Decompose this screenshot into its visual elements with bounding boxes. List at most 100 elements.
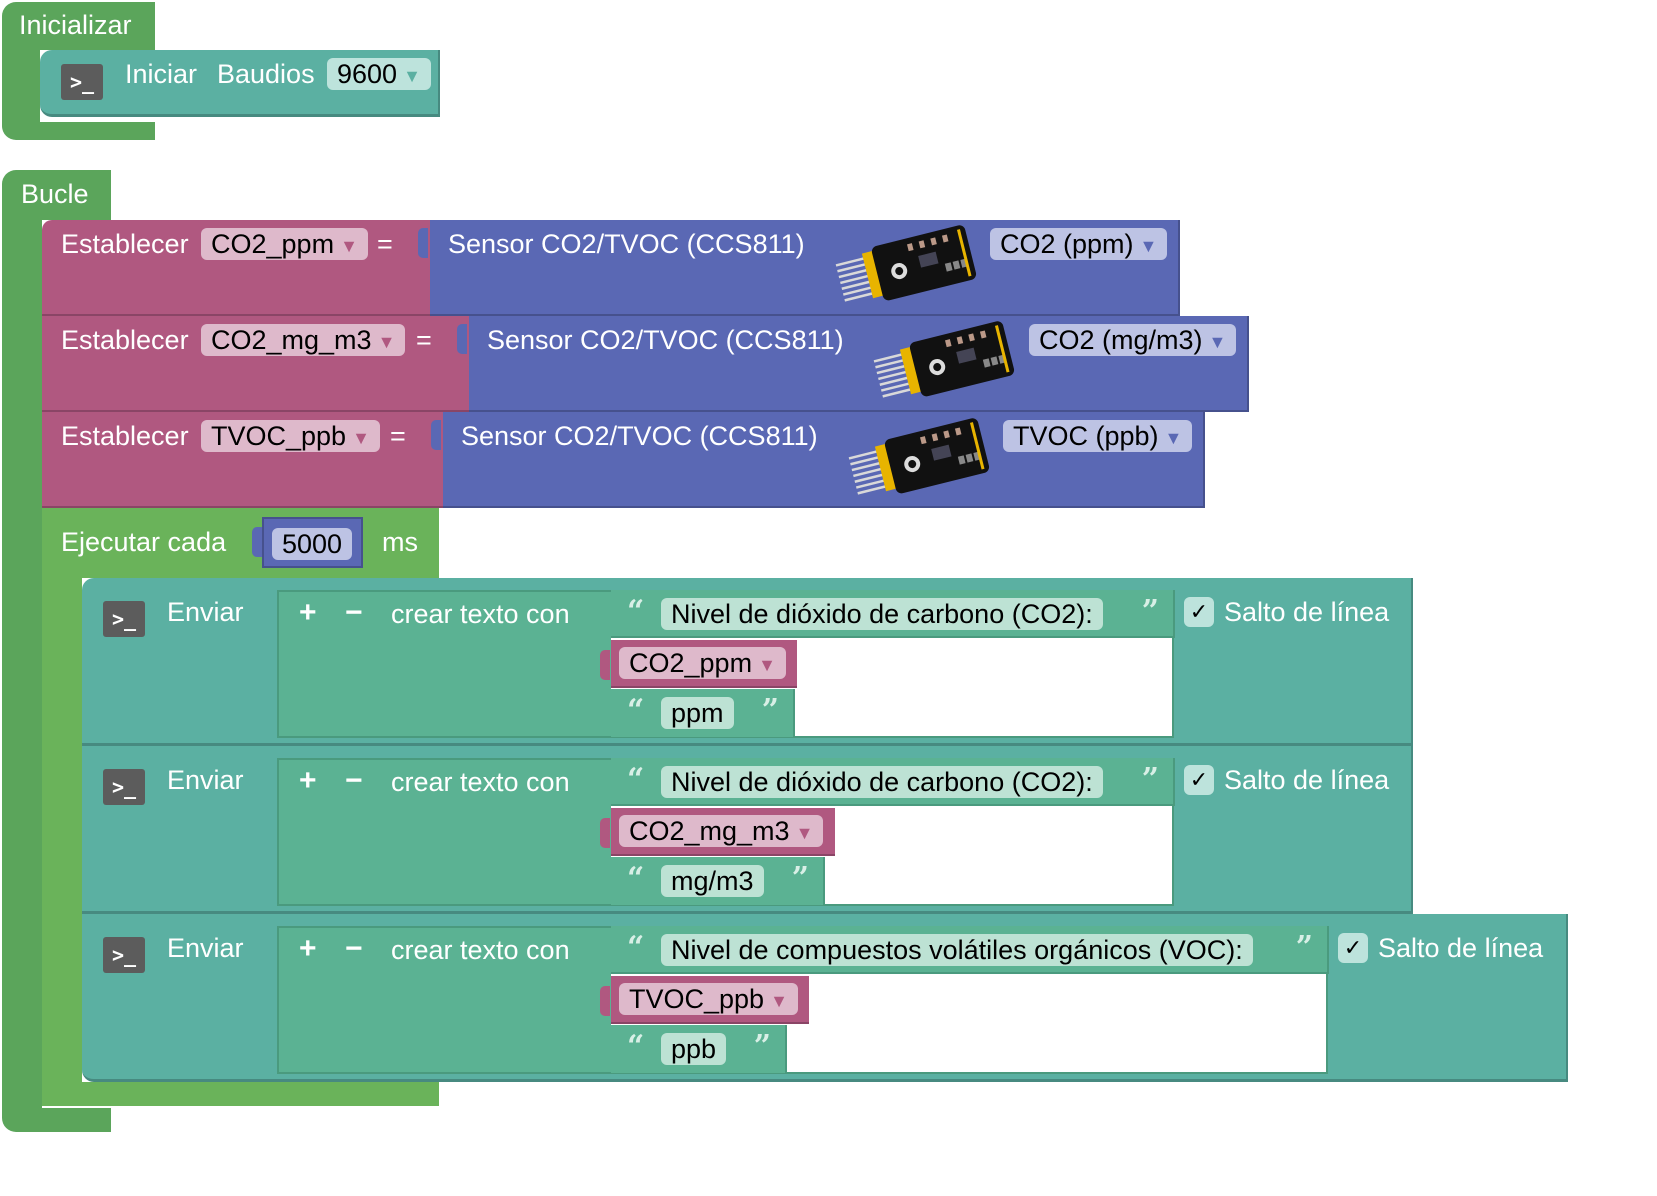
close-quote-icon: ”	[1141, 762, 1159, 797]
text-join-block[interactable]	[277, 926, 611, 1074]
text-literal-block[interactable]: “ Nivel de dióxido de carbono (CO2): ”	[611, 758, 1175, 806]
variable-dropdown[interactable]: CO2_ppm▼	[619, 647, 786, 679]
open-quote-icon: “	[627, 762, 645, 797]
set-label: Establecer	[61, 229, 189, 259]
open-quote-icon: “	[627, 930, 645, 965]
loop-block-title: Bucle	[21, 179, 89, 209]
chevron-down-icon: ▼	[770, 990, 788, 1011]
close-quote-icon: ”	[1141, 594, 1159, 629]
equals-sign: =	[377, 229, 393, 259]
terminal-icon: >_	[103, 769, 145, 805]
measurement-value: CO2 (ppm)	[1000, 229, 1134, 259]
variable-get-block[interactable]: CO2_ppm▼	[611, 640, 797, 688]
text-join-block[interactable]	[277, 758, 611, 906]
interval-input[interactable]: 5000	[272, 528, 353, 560]
measurement-value: TVOC (ppb)	[1013, 421, 1159, 451]
send-label: Enviar	[167, 933, 244, 963]
text-input[interactable]: Nivel de dióxido de carbono (CO2):	[661, 598, 1103, 630]
terminal-icon: >_	[103, 937, 145, 973]
text-literal-block[interactable]: “ Nivel de compuestos volátiles orgánico…	[611, 926, 1329, 974]
text-input[interactable]: ppb	[661, 1033, 727, 1065]
close-quote-icon: ”	[791, 861, 809, 896]
text-input[interactable]: ppm	[661, 697, 734, 729]
chevron-down-icon: ▼	[377, 331, 396, 352]
send-label: Enviar	[167, 597, 244, 627]
newline-label: Salto de línea	[1378, 933, 1544, 963]
remove-item-button[interactable]: −	[345, 596, 363, 629]
close-quote-icon: ”	[753, 1029, 771, 1064]
text-input[interactable]: mg/m3	[661, 865, 764, 897]
serial-begin-block[interactable]: >_ Iniciar Baudios 9600▼	[40, 50, 440, 117]
serial-begin-label: Iniciar	[125, 59, 198, 89]
open-quote-icon: “	[627, 861, 645, 896]
measurement-dropdown[interactable]: TVOC (ppb)▼	[1003, 420, 1193, 452]
variable-dropdown[interactable]: CO2_mg_m3▼	[619, 815, 824, 847]
set-label: Establecer	[61, 421, 189, 451]
newline-checkbox[interactable]: ✓	[1184, 765, 1214, 795]
measurement-dropdown[interactable]: CO2 (ppm)▼	[990, 228, 1168, 260]
variable-dropdown[interactable]: TVOC_ppb▼	[201, 420, 380, 452]
remove-item-button[interactable]: −	[345, 764, 363, 797]
chevron-down-icon: ▼	[1164, 427, 1183, 448]
variable-dropdown[interactable]: CO2_ppm▼	[201, 228, 368, 260]
text-join-block[interactable]	[277, 590, 611, 738]
chevron-down-icon: ▼	[1208, 331, 1227, 352]
interval-unit: ms	[382, 527, 418, 557]
variable-name: CO2_mg_m3	[629, 816, 790, 846]
number-block[interactable]: 5000	[262, 517, 363, 568]
chevron-down-icon: ▼	[340, 235, 358, 256]
text-literal-block[interactable]: “ ppm ”	[611, 689, 795, 737]
text-input[interactable]: Nivel de dióxido de carbono (CO2):	[661, 766, 1103, 798]
variable-get-block[interactable]: TVOC_ppb▼	[611, 976, 809, 1024]
measurement-dropdown[interactable]: CO2 (mg/m3)▼	[1029, 324, 1237, 356]
baud-label: Baudios	[217, 59, 315, 89]
join-label: crear texto con	[391, 767, 570, 797]
chevron-down-icon: ▼	[352, 427, 370, 448]
terminal-icon: >_	[103, 601, 145, 637]
newline-checkbox[interactable]: ✓	[1338, 933, 1368, 963]
baud-rate-dropdown[interactable]: 9600▼	[327, 58, 431, 90]
check-icon: ✓	[1189, 767, 1209, 792]
sensor-pins	[873, 321, 1015, 398]
open-quote-icon: “	[627, 594, 645, 629]
text-literal-block[interactable]: “ ppb ”	[611, 1025, 787, 1073]
ccs811-sensor-image	[835, 225, 977, 302]
close-quote-icon: ”	[761, 693, 779, 728]
remove-item-button[interactable]: −	[345, 932, 363, 965]
open-quote-icon: “	[627, 1029, 645, 1064]
sensor-pins	[848, 418, 990, 495]
variable-name: CO2_ppm	[211, 229, 335, 259]
terminal-icon: >_	[61, 64, 103, 100]
text-literal-block[interactable]: “ mg/m3 ”	[611, 857, 825, 905]
variable-name: TVOC_ppb	[629, 984, 765, 1014]
add-item-button[interactable]: +	[299, 596, 317, 629]
add-item-button[interactable]: +	[299, 764, 317, 797]
every-label: Ejecutar cada	[61, 527, 227, 557]
text-literal-block[interactable]: “ Nivel de dióxido de carbono (CO2): ”	[611, 590, 1175, 638]
newline-label: Salto de línea	[1224, 765, 1390, 795]
add-item-button[interactable]: +	[299, 932, 317, 965]
newline-label: Salto de línea	[1224, 597, 1390, 627]
variable-name: CO2_mg_m3	[211, 325, 372, 355]
check-icon: ✓	[1343, 935, 1363, 960]
ccs811-sensor-image	[873, 321, 1015, 398]
chevron-down-icon: ▼	[1139, 235, 1158, 256]
sensor-pins	[835, 225, 977, 302]
join-label: crear texto con	[391, 599, 570, 629]
variable-dropdown[interactable]: TVOC_ppb▼	[619, 983, 798, 1015]
newline-checkbox[interactable]: ✓	[1184, 597, 1214, 627]
variable-name: TVOC_ppb	[211, 421, 347, 451]
chevron-down-icon: ▼	[758, 654, 776, 675]
set-label: Establecer	[61, 325, 189, 355]
variable-get-block[interactable]: CO2_mg_m3▼	[611, 808, 835, 856]
join-label: crear texto con	[391, 935, 570, 965]
variable-dropdown[interactable]: CO2_mg_m3▼	[201, 324, 406, 356]
chevron-down-icon: ▼	[403, 65, 421, 86]
sensor-label: Sensor CO2/TVOC (CCS811)	[448, 229, 805, 259]
text-input[interactable]: Nivel de compuestos volátiles orgánicos …	[661, 934, 1253, 966]
baud-rate-value: 9600	[337, 59, 398, 89]
equals-sign: =	[416, 325, 432, 355]
chevron-down-icon: ▼	[795, 822, 814, 843]
sensor-label: Sensor CO2/TVOC (CCS811)	[487, 325, 844, 355]
check-icon: ✓	[1189, 599, 1209, 624]
